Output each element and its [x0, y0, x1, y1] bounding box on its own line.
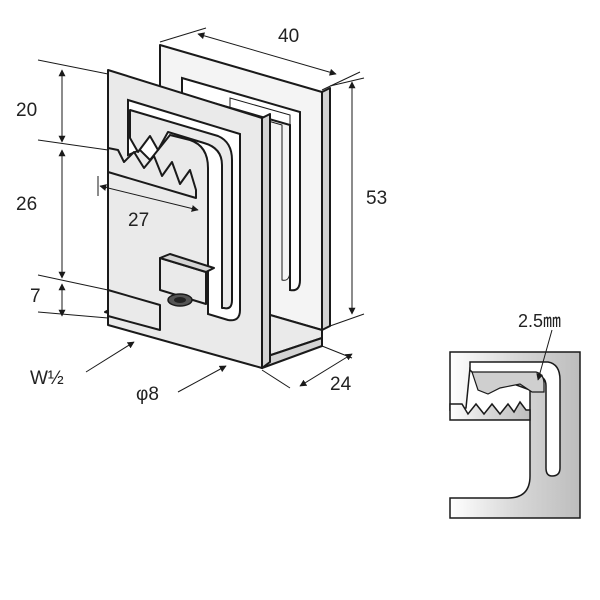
- label-thickness: 2.5㎜: [518, 311, 561, 331]
- lower-jaw-top: [159, 253, 215, 273]
- label-20: 20: [16, 100, 37, 121]
- front-bottom-lip: [107, 289, 161, 331]
- label-thread: W½: [30, 368, 64, 389]
- label-7: 7: [30, 286, 41, 307]
- back-plate-edge: [321, 87, 331, 331]
- bracket-drawing: [104, 44, 331, 369]
- dim-40-line: [197, 32, 337, 76]
- label-40: 40: [278, 26, 299, 47]
- detail-hook-tongue: [471, 371, 545, 395]
- detail-teeth: [449, 400, 531, 421]
- label-24: 24: [330, 374, 352, 395]
- front-plate-edge: [261, 113, 271, 369]
- label-27: 27: [128, 210, 149, 231]
- label-26: 26: [16, 194, 37, 215]
- dim-27-line: [99, 184, 199, 212]
- threaded-hole-inner: [174, 297, 186, 303]
- front-hook-cutout: [127, 98, 241, 322]
- detail-section-view: 2.5㎜: [449, 311, 581, 519]
- label-53: 53: [366, 188, 387, 209]
- hook-arm: [129, 109, 233, 310]
- thread-leader: [85, 341, 135, 373]
- back-slot-inner: [229, 97, 291, 281]
- hole-leader: [177, 365, 227, 393]
- dimension-lines: [37, 27, 365, 393]
- dim-24-line: [299, 353, 353, 387]
- dimension-labels: 40 53 20 26 7 27 24 W½ φ8: [16, 26, 387, 405]
- thickness-leader: [536, 329, 553, 381]
- label-hole: φ8: [136, 384, 159, 405]
